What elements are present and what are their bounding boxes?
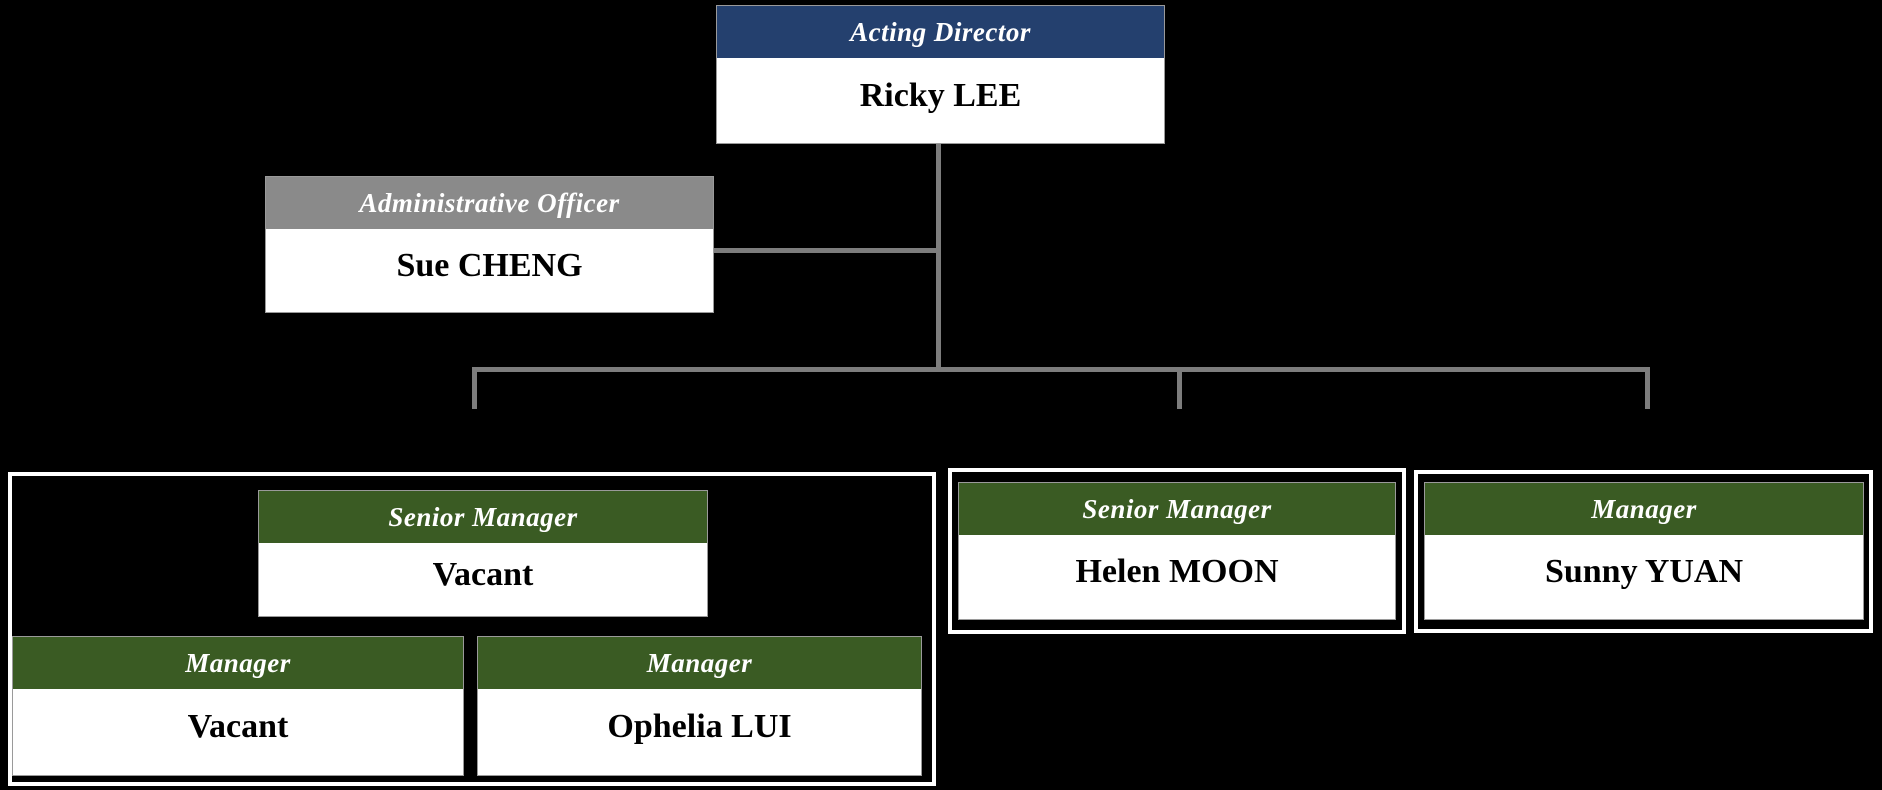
org-card-acting-director: Acting Director Ricky LEE xyxy=(716,5,1165,144)
org-card-administrative-officer: Administrative Officer Sue CHENG xyxy=(265,176,714,313)
role-header: Manager xyxy=(13,637,463,689)
role-header: Manager xyxy=(478,637,921,689)
connector-drop-right xyxy=(1645,367,1650,409)
connector-drop-middle xyxy=(1177,367,1182,409)
connector-drop-left xyxy=(472,367,477,409)
person-name: Sue CHENG xyxy=(396,246,583,284)
connector-branch-bar xyxy=(472,367,1650,372)
person-name: Ricky LEE xyxy=(859,76,1022,114)
connector-tee-to-admin-officer xyxy=(714,248,938,253)
connector-stem-from-director xyxy=(936,144,941,372)
person-name: Ophelia LUI xyxy=(607,708,792,745)
org-card-senior-manager-middle: Senior Manager Helen MOON xyxy=(958,482,1396,620)
org-card-manager-left-first: Manager Vacant xyxy=(12,636,464,776)
person-name: Sunny YUAN xyxy=(1544,553,1744,590)
role-header: Administrative Officer xyxy=(266,177,713,229)
role-header: Acting Director xyxy=(717,6,1164,58)
person-name: Vacant xyxy=(187,708,289,745)
person-name: Vacant xyxy=(432,555,534,593)
org-card-senior-manager-left: Senior Manager Vacant xyxy=(258,490,708,617)
org-card-manager-right: Manager Sunny YUAN xyxy=(1424,482,1864,620)
person-name: Helen MOON xyxy=(1075,553,1279,590)
role-header: Senior Manager xyxy=(959,483,1395,535)
org-card-manager-left-second: Manager Ophelia LUI xyxy=(477,636,922,776)
role-header: Senior Manager xyxy=(259,491,707,543)
role-header: Manager xyxy=(1425,483,1863,535)
